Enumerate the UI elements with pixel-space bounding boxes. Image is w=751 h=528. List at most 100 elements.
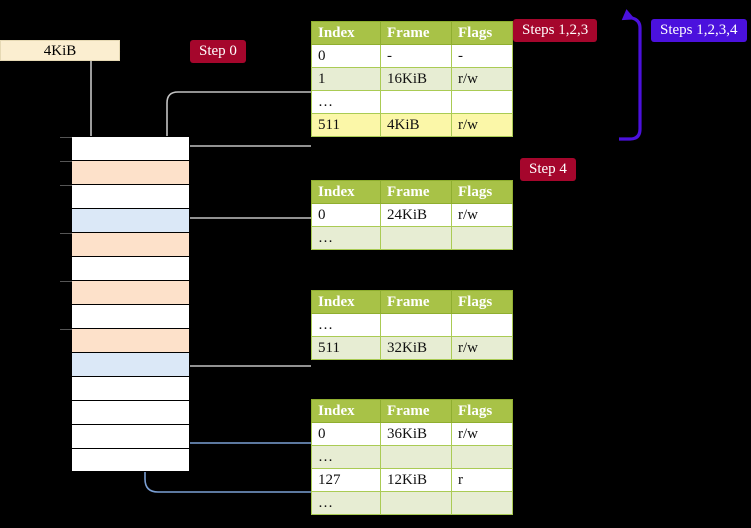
badge-step-4: Step 4 <box>520 158 576 181</box>
cell-flags <box>451 313 513 337</box>
column-header-flags: Flags <box>451 290 513 314</box>
badge-step-0-label: Step 0 <box>199 43 237 59</box>
cell-frame <box>380 226 452 250</box>
cell-frame <box>380 491 452 515</box>
cell-frame: 12KiB <box>380 468 452 492</box>
cell-index: 0 <box>311 422 381 446</box>
column-header-index: Index <box>311 21 381 45</box>
cell-flags: r <box>451 468 513 492</box>
badge-steps-123-label: Steps 1,2,3 <box>522 22 589 38</box>
memory-row-tick <box>60 185 72 186</box>
memory-row-tick <box>60 281 72 282</box>
cell-frame: 16KiB <box>380 67 452 91</box>
column-header-index: Index <box>311 399 381 423</box>
cell-flags <box>451 445 513 469</box>
cell-frame: 4KiB <box>380 113 452 137</box>
memory-frame-row <box>60 328 190 352</box>
steps-loop-arrow <box>619 9 642 141</box>
cell-flags <box>451 90 513 114</box>
cell-flags: - <box>451 44 513 68</box>
badge-steps-1234: Steps 1,2,3,4 <box>651 19 747 42</box>
cell-frame: 36KiB <box>380 422 452 446</box>
badge-steps-1234-label: Steps 1,2,3,4 <box>660 22 738 38</box>
memory-row-tick <box>60 329 72 330</box>
memory-frame-row <box>71 352 190 376</box>
column-header-flags: Flags <box>451 180 513 204</box>
memory-frame-row <box>60 280 190 304</box>
badge-step-0: Step 0 <box>190 40 246 63</box>
badge-steps-123: Steps 1,2,3 <box>513 19 598 42</box>
memory-frame-row <box>71 424 190 448</box>
wire-table2-row0-to-memory <box>176 217 311 266</box>
cell-index: … <box>311 491 381 515</box>
memory-frame-row <box>60 136 190 160</box>
wire-table1-row511-to-memory <box>176 145 311 168</box>
cell-flags <box>451 226 513 250</box>
cell-frame: 24KiB <box>380 203 452 227</box>
cell-flags: r/w <box>451 422 513 446</box>
memory-frame-row <box>71 304 190 328</box>
cell-index: … <box>311 226 381 250</box>
cell-frame: - <box>380 44 452 68</box>
column-header-frame: Frame <box>380 399 452 423</box>
memory-frame-row <box>71 376 190 400</box>
cell-index: 511 <box>311 336 381 360</box>
column-header-flags: Flags <box>451 21 513 45</box>
cell-flags: r/w <box>451 203 513 227</box>
memory-row-tick <box>60 233 72 234</box>
table-row[interactable]: … <box>311 226 513 250</box>
memory-row-tick <box>60 161 72 162</box>
cell-flags: r/w <box>451 336 513 360</box>
cell-flags: r/w <box>451 113 513 137</box>
cell-frame <box>380 445 452 469</box>
frame-size-label: 4KiB <box>43 43 77 59</box>
cell-index: … <box>311 313 381 337</box>
cell-flags <box>451 491 513 515</box>
column-header-frame: Frame <box>380 180 452 204</box>
cell-index: 1 <box>311 67 381 91</box>
memory-frame-row <box>71 208 190 232</box>
cell-frame <box>380 90 452 114</box>
table-row[interactable]: … <box>311 90 513 114</box>
column-header-flags: Flags <box>451 399 513 423</box>
column-header-index: Index <box>311 290 381 314</box>
memory-frame-row <box>60 160 190 184</box>
physical-memory-strip <box>60 136 190 472</box>
column-header-frame: Frame <box>380 290 452 314</box>
cell-frame: 32KiB <box>380 336 452 360</box>
table-row[interactable]: 0-- <box>311 44 513 68</box>
table-row[interactable]: … <box>311 313 513 337</box>
memory-row-tick <box>60 137 72 138</box>
cell-index: 127 <box>311 468 381 492</box>
cell-index: 0 <box>311 44 381 68</box>
memory-frame-row <box>71 256 190 280</box>
column-header-index: Index <box>311 180 381 204</box>
cell-flags: r/w <box>451 67 513 91</box>
badge-step-4-label: Step 4 <box>529 161 567 177</box>
memory-frame-row <box>71 448 190 472</box>
cell-index: 511 <box>311 113 381 137</box>
table-row[interactable]: … <box>311 445 513 469</box>
cell-index: 0 <box>311 203 381 227</box>
table-row[interactable]: … <box>311 491 513 515</box>
memory-frame-row <box>60 184 190 208</box>
wire-table3-row511-to-memory <box>176 312 311 367</box>
cell-index: … <box>311 90 381 114</box>
column-header-frame: Frame <box>380 21 452 45</box>
memory-frame-row <box>60 232 190 256</box>
cell-frame <box>380 313 452 337</box>
